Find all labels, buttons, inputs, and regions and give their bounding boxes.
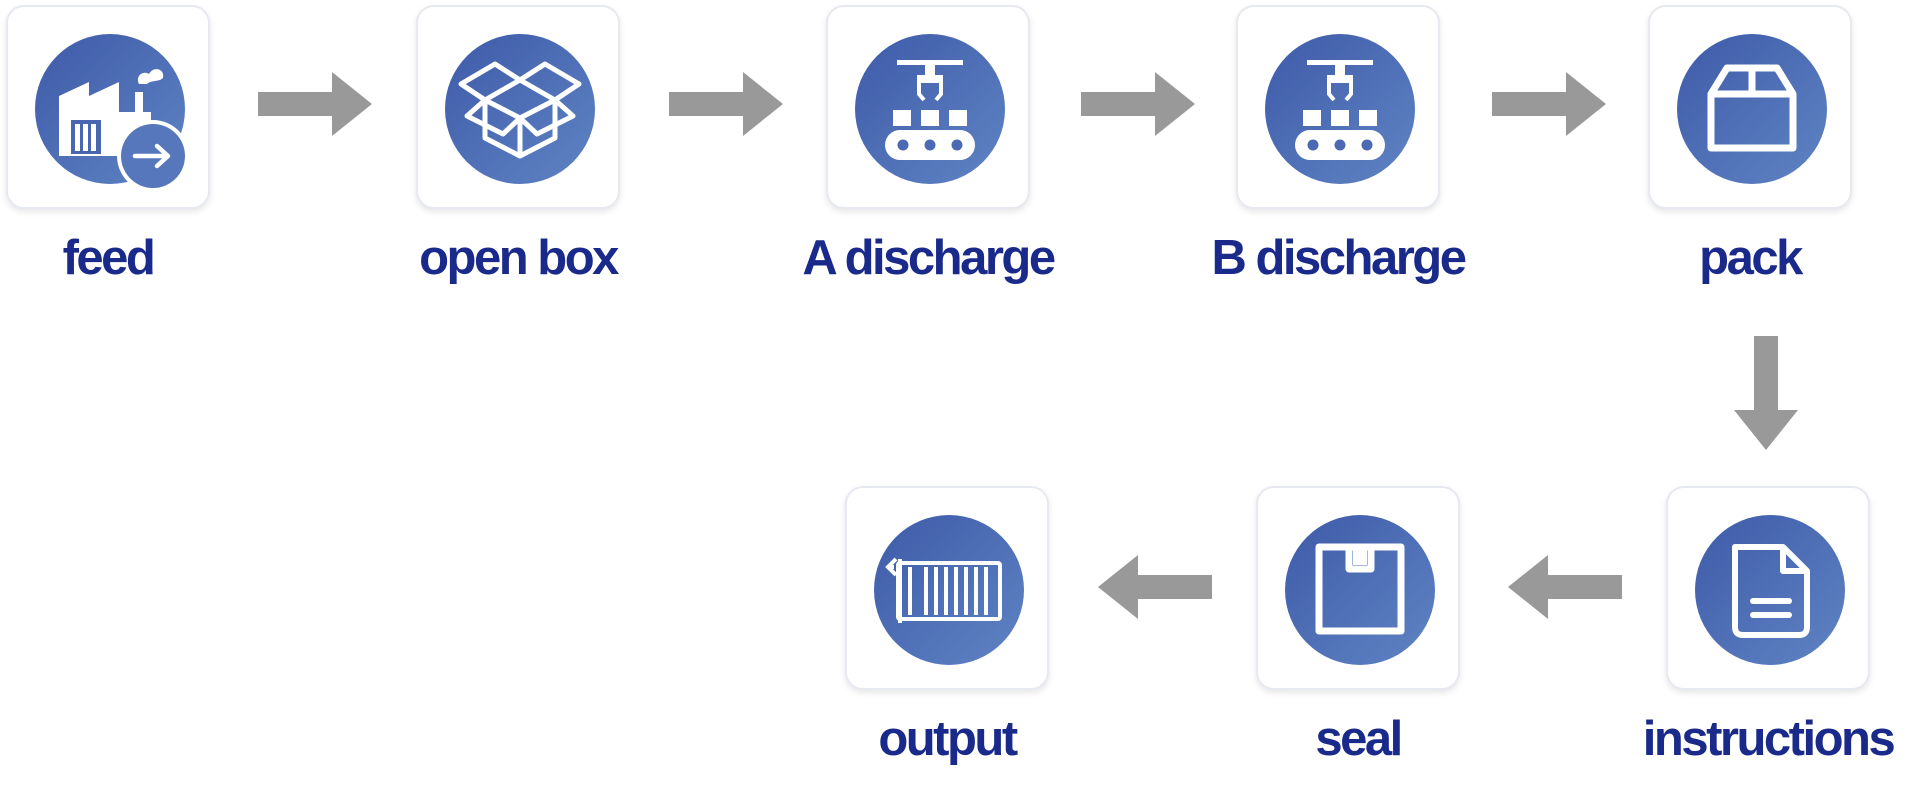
robot-conveyor-icon <box>855 34 1005 184</box>
step-card <box>1666 486 1870 690</box>
step-label: seal <box>1315 712 1403 766</box>
step-card <box>845 486 1049 690</box>
container-output-icon <box>874 515 1024 665</box>
step-card <box>6 5 210 209</box>
step-card <box>1236 5 1440 209</box>
step-label: pack <box>1699 231 1803 285</box>
arrow-right-icon <box>258 72 372 136</box>
open-box-icon <box>445 34 595 184</box>
step-label: open box <box>419 231 619 285</box>
arrow-right-icon <box>669 72 783 136</box>
step-card <box>1256 486 1460 690</box>
arrow-right-icon <box>1492 72 1606 136</box>
arrow-left-icon <box>1508 555 1622 619</box>
robot-conveyor-icon <box>1265 34 1415 184</box>
arrow-right-icon <box>1081 72 1195 136</box>
step-label: B discharge <box>1211 231 1467 285</box>
package-box-icon <box>1677 34 1827 184</box>
document-icon <box>1695 515 1845 665</box>
sealed-box-icon <box>1285 515 1435 665</box>
step-card <box>1648 5 1852 209</box>
arrow-down-icon <box>1734 336 1798 450</box>
step-label: output <box>878 712 1018 766</box>
factory-feed-icon <box>35 34 189 192</box>
step-card <box>416 5 620 209</box>
step-label: A discharge <box>802 231 1056 285</box>
step-card <box>826 5 1030 209</box>
step-label: feed <box>62 231 156 285</box>
step-label: instructions <box>1642 712 1896 766</box>
arrow-left-icon <box>1098 555 1212 619</box>
